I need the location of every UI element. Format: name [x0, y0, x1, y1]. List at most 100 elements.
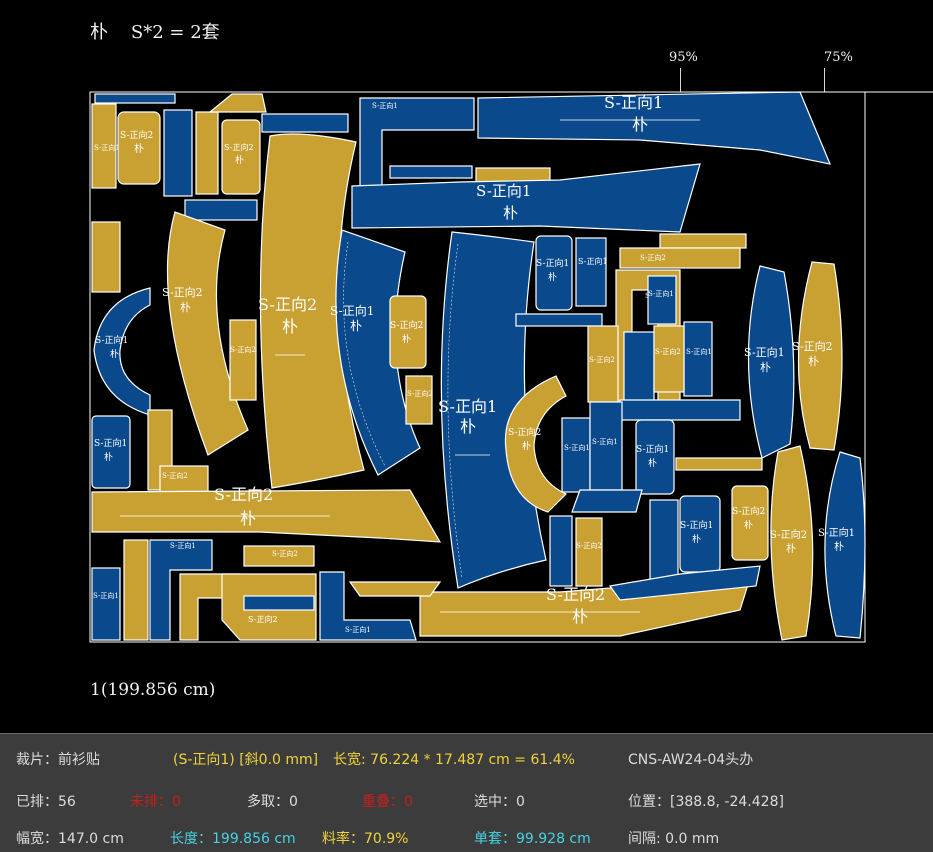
piece-left-blue-small[interactable]: S-正向1 朴 [91, 415, 131, 489]
svg-text:S-正向2: S-正向2 [162, 285, 203, 299]
svg-text:朴: 朴 [648, 457, 657, 469]
overlap-count: 重叠：0 [362, 794, 413, 810]
piece-bottom-blue-a[interactable]: S-正向1 [91, 567, 121, 641]
piece-bottom-blue-b[interactable] [243, 595, 315, 611]
piece-mid-blue-c[interactable]: S-正向1 [647, 275, 677, 325]
piece-mid-blue-b[interactable]: S-正向1 [575, 237, 608, 307]
piece-blue-mid-h[interactable]: S-正向1 朴 [635, 419, 675, 495]
svg-text:S-正向1: S-正向1 [372, 101, 398, 110]
piece-right-gold-1[interactable]: S-正向2 朴 [792, 261, 843, 451]
piece-bottom-blue-frame-b[interactable]: S-正向1 [319, 571, 417, 641]
svg-text:S-正向2: S-正向2 [508, 426, 541, 438]
piece-gold-arc-mid[interactable]: S-正向2 朴 [504, 375, 568, 513]
piece-bottom-gold-d[interactable] [348, 581, 442, 597]
svg-text:朴: 朴 [282, 317, 298, 336]
marker-canvas[interactable]: 朴 S*2 = 2套 95% 75% .bp { fill: #0a4a8c; … [0, 0, 933, 733]
piece-left-blue-arc[interactable]: S-正向1 朴 [93, 287, 151, 416]
svg-text:S-正向2: S-正向2 [390, 319, 423, 331]
unplaced-count: 未排：0 [130, 794, 181, 810]
status-panel: 裁片：前衫贴 (S-正向1) [斜0.0 mm] 长宽: 76.224 * 17… [0, 733, 933, 852]
length-width-info: 长宽: 76.224 * 17.487 cm = 61.4% [333, 752, 575, 768]
marker-length-label: 1(199.856 cm) [90, 680, 216, 700]
svg-text:S-正向2: S-正向2 [162, 471, 188, 480]
svg-text:S-正向2: S-正向2 [576, 541, 602, 550]
svg-text:S-正向2: S-正向2 [640, 253, 666, 262]
svg-text:S-正向1: S-正向1 [93, 591, 119, 600]
piece-mid-blue-a[interactable]: S-正向1 朴 [535, 235, 573, 311]
piece-bottom-blue-d[interactable] [608, 565, 761, 601]
piece-bottom-gold-b[interactable]: S-正向2 [243, 545, 315, 567]
percent-95-line [680, 68, 681, 92]
svg-text:朴: 朴 [522, 440, 531, 452]
svg-text:S-正向1: S-正向1 [95, 334, 128, 346]
piece-left-gold-tall[interactable] [91, 221, 121, 293]
svg-text:S-正向1: S-正向1 [636, 443, 669, 455]
svg-text:S-正向2: S-正向2 [792, 339, 833, 353]
svg-text:朴: 朴 [503, 204, 518, 222]
svg-text:S-正向1: S-正向1 [94, 143, 120, 152]
piece-tl-3[interactable] [163, 109, 258, 221]
piece-tl-1[interactable]: S-正向1 [91, 103, 120, 189]
piece-left-gold-vert[interactable]: S-正向2 [147, 409, 209, 493]
piece-right-blue-1[interactable]: S-正向1 朴 [744, 265, 795, 459]
piece-blue-wide-mid[interactable]: S-正向1 朴 [351, 163, 701, 233]
svg-text:朴: 朴 [350, 318, 362, 333]
svg-text:朴: 朴 [180, 300, 191, 314]
placed-count: 已排：56 [16, 794, 76, 810]
svg-text:朴: 朴 [760, 360, 771, 374]
svg-text:朴: 朴 [834, 540, 844, 553]
svg-text:S-正向2: S-正向2 [248, 614, 278, 624]
svg-text:朴: 朴 [692, 533, 701, 545]
extra-count: 多取：0 [247, 794, 298, 810]
gap-setting: 间隔: 0.0 mm [628, 831, 720, 847]
svg-text:S-正向2: S-正向2 [732, 505, 765, 517]
piece-right-blue-3[interactable]: S-正向1 朴 [649, 495, 721, 583]
svg-text:朴: 朴 [744, 519, 753, 531]
piece-gold-long-center[interactable]: S-正向2 朴 [258, 133, 365, 489]
piece-tl-2[interactable]: S-正向2 朴 [117, 111, 161, 185]
piece-mid-blue-frame[interactable] [619, 399, 741, 421]
piece-top-blue-inner[interactable] [389, 165, 473, 179]
svg-text:S-正向2: S-正向2 [214, 485, 273, 504]
svg-text:S-正向1: S-正向1 [592, 437, 618, 446]
svg-text:朴: 朴 [786, 542, 796, 555]
piece-blue-trapezoid[interactable] [571, 489, 643, 513]
piece-left-gold-curve[interactable]: S-正向2 朴 [162, 211, 249, 456]
piece-tl-strip[interactable] [94, 93, 176, 104]
piece-mid-gold-d[interactable]: S-正向2 [587, 325, 619, 403]
cut-piece-name: 裁片：前衫贴 [16, 752, 100, 768]
svg-text:S-正向1: S-正向1 [818, 526, 855, 539]
svg-text:S-正向2: S-正向2 [258, 295, 317, 314]
piece-gold-mid-small-2[interactable]: S-正向2 [405, 375, 433, 425]
piece-top-blue-frame[interactable]: S-正向1 [359, 97, 475, 197]
svg-text:S-正向2: S-正向2 [272, 549, 298, 558]
piece-gold-strip-h[interactable] [675, 457, 763, 471]
piece-left-gold-small[interactable]: S-正向2 [229, 319, 257, 401]
piece-gold-long-bottom-left[interactable]: S-正向2 朴 [91, 485, 442, 543]
svg-text:S-正向2: S-正向2 [407, 389, 433, 398]
fabric-width: 幅宽：147.0 cm [16, 831, 124, 847]
piece-blue-curve-center[interactable]: S-正向1 朴 [330, 229, 421, 476]
svg-text:S-正向2: S-正向2 [589, 355, 615, 364]
piece-top-right-long[interactable]: S-正向1 朴 [477, 91, 831, 165]
piece-mid-gold-f[interactable]: S-正向2 [653, 325, 685, 393]
piece-bottom-blue-c[interactable]: S-正向2 [549, 515, 603, 587]
piece-bottom-blue-frame-a[interactable]: S-正向1 [149, 539, 213, 641]
piece-right-blue-2[interactable]: S-正向1 朴 [818, 451, 866, 639]
svg-text:S-正向1: S-正向1 [330, 303, 374, 318]
svg-text:朴: 朴 [110, 348, 119, 360]
piece-right-gold-2[interactable]: S-正向2 朴 [770, 445, 814, 641]
piece-right-gold-3[interactable]: S-正向2 朴 [731, 485, 769, 561]
piece-gold-mid-small[interactable]: S-正向2 朴 [389, 295, 427, 369]
piece-mid-blue-strip[interactable] [515, 313, 603, 327]
svg-text:S-正向1: S-正向1 [170, 541, 196, 550]
piece-tl-4[interactable]: S-正向2 朴 [195, 111, 261, 195]
svg-text:S-正向2: S-正向2 [230, 345, 256, 354]
piece-info: (S-正向1) [斜0.0 mm] [173, 752, 319, 768]
piece-mid-gold-bar[interactable]: S-正向2 [619, 233, 747, 269]
piece-blue-mid-g[interactable]: S-正向1 S-正向1 [561, 401, 623, 493]
marker-board[interactable]: .bp { fill: #0a4a8c; stroke: #ffffff; st… [0, 0, 933, 733]
piece-tl-5[interactable] [208, 93, 349, 133]
svg-text:朴: 朴 [240, 509, 256, 528]
piece-bottom-gold-a[interactable] [123, 539, 149, 641]
